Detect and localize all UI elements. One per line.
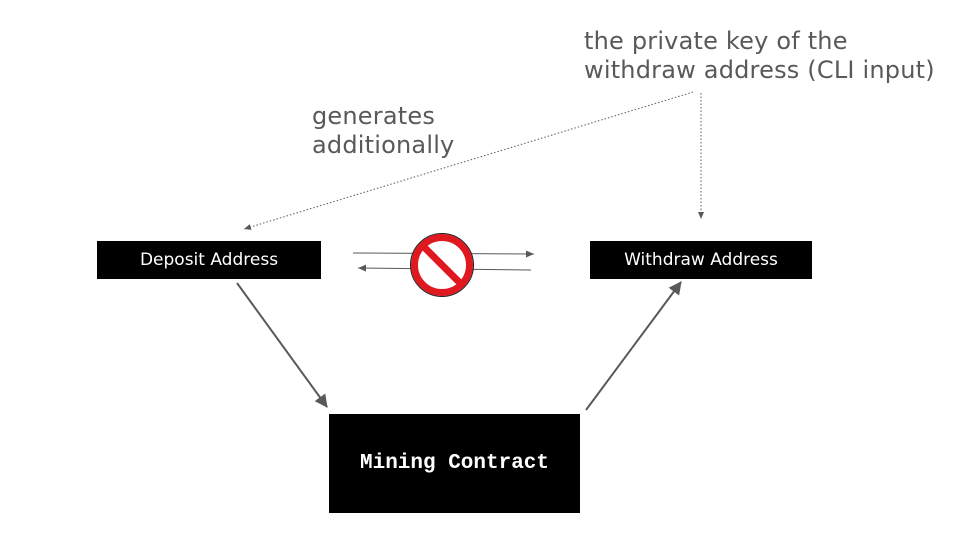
generates-label-line-1: generates <box>312 102 436 130</box>
generates-label-line-2: additionally <box>312 131 455 159</box>
deposit-address-node: Deposit Address <box>97 241 321 279</box>
private-key-label: the private key of the withdraw address … <box>584 27 935 85</box>
arrow-deposit-to-mining <box>236 282 328 408</box>
mining-contract-label: Mining Contract <box>359 452 550 475</box>
deposit-address-label: Deposit Address <box>139 250 279 270</box>
prohibited-icon <box>410 233 474 297</box>
withdraw-address-node: Withdraw Address <box>590 241 812 279</box>
generates-label: generates additionally <box>312 102 454 160</box>
withdraw-address-label: Withdraw Address <box>624 250 778 270</box>
dotted-arrow-to-deposit <box>243 91 694 230</box>
private-key-label-line-1: the private key of the <box>584 27 848 55</box>
mining-contract-node: Mining Contract <box>329 414 580 513</box>
private-key-label-line-2: withdraw address (CLI input) <box>584 56 935 84</box>
arrow-mining-to-withdraw <box>585 281 682 411</box>
